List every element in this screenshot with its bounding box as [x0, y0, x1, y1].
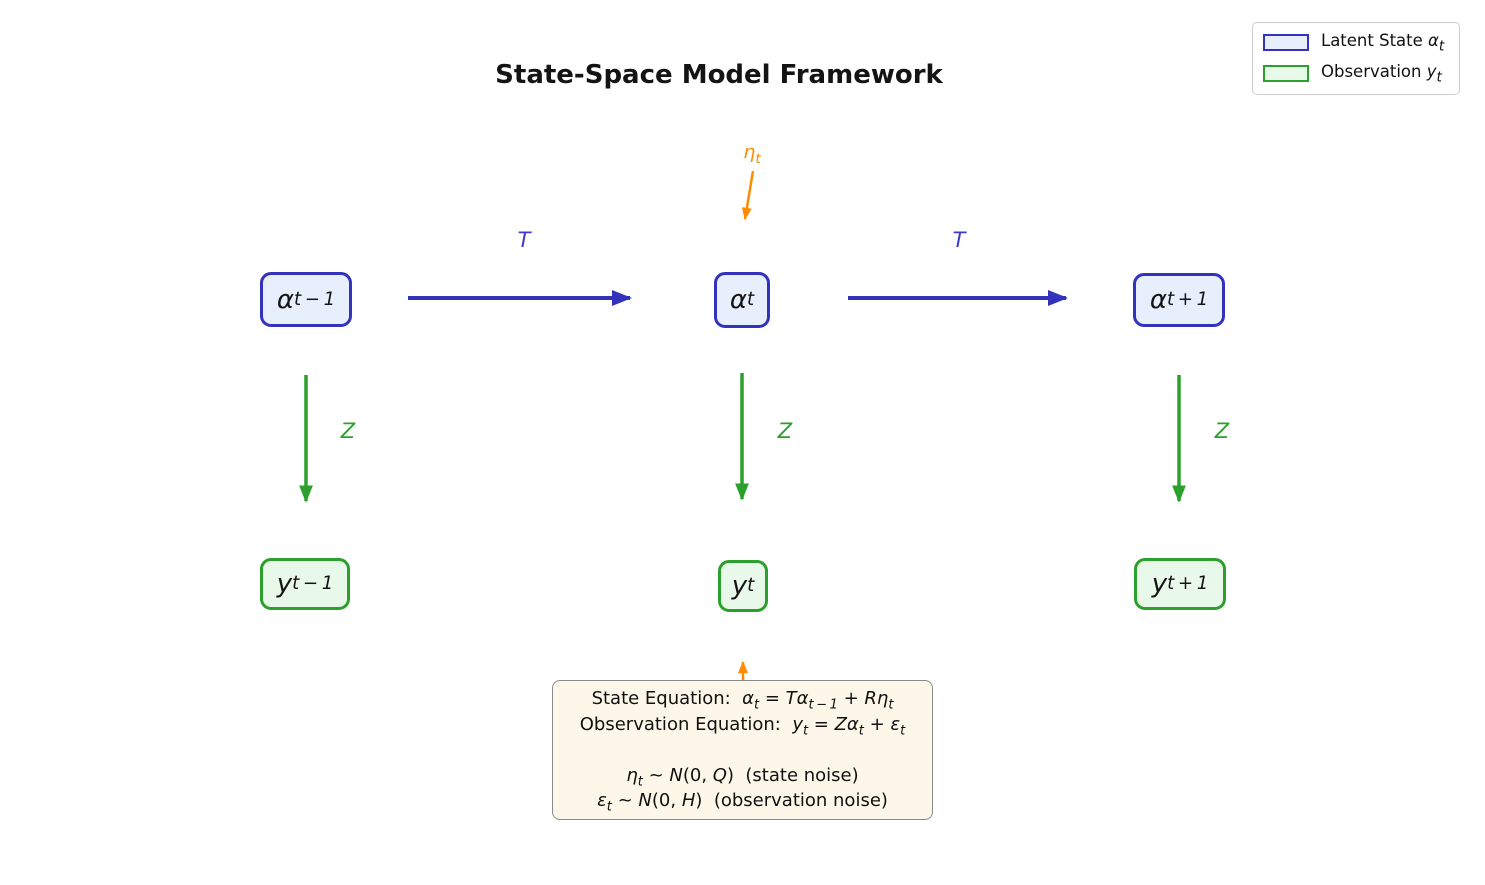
transition-label-left: T	[517, 228, 531, 252]
equation-spacer	[559, 737, 926, 763]
observation-swatch-icon	[1263, 65, 1309, 83]
latent-state-swatch-icon	[1263, 34, 1309, 52]
observation-equation: Observation Equation: yt = Zαt + εt	[579, 713, 906, 739]
legend-label-latent-state: Latent State αt	[1321, 31, 1445, 55]
observation-noise-distribution: εt ~ N(0, H) (observation noise)	[597, 790, 888, 815]
legend-label-observation: Observation yt	[1321, 62, 1442, 86]
legend: Latent State αt Observation yt	[1252, 22, 1460, 95]
state-equation: State Equation: αt = Tαt − 1 + Rηt	[591, 688, 894, 713]
page-title: State-Space Model Framework	[495, 60, 943, 90]
observation-label-left: Z	[340, 419, 356, 443]
equation-box: State Equation: αt = Tαt − 1 + Rηt Obser…	[552, 680, 933, 820]
transition-label-right: T	[952, 228, 966, 252]
state-noise-distribution: ηt ~ N(0, Q) (state noise)	[626, 764, 859, 790]
observation-label-center: Z	[777, 419, 793, 443]
observation-label-right: Z	[1214, 419, 1230, 443]
legend-item-observation: Observation yt	[1263, 62, 1449, 86]
state-noise-arrow	[741, 170, 755, 221]
state-noise-label: ηt	[743, 141, 761, 167]
legend-item-latent-state: Latent State αt	[1263, 31, 1449, 54]
